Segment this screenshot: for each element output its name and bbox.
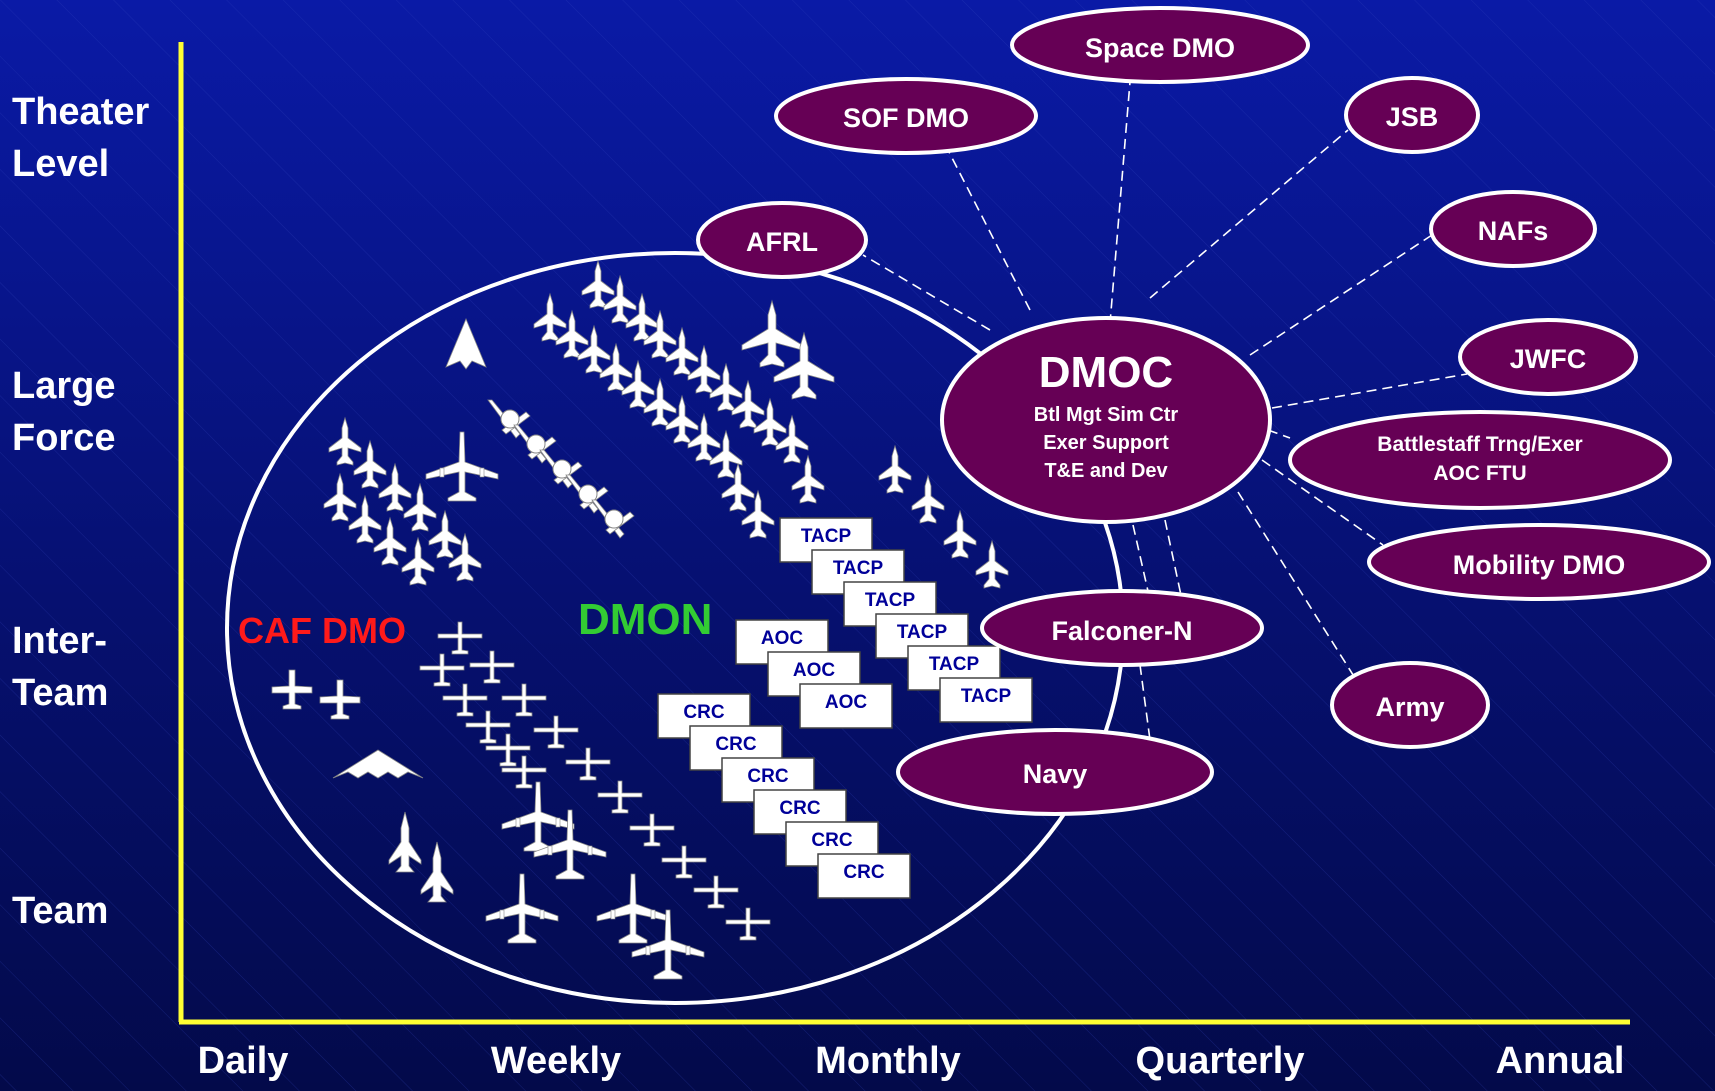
tacp-label: TACP: [865, 590, 916, 611]
node-nafs-label: NAFs: [1478, 216, 1549, 246]
y-label-inter-line2: Team: [12, 672, 109, 714]
node-army-label: Army: [1375, 692, 1444, 722]
dmoc-line-2: Exer Support: [1043, 432, 1169, 454]
y-label-inter-team: Inter- Team: [12, 615, 108, 719]
node-jwfc[interactable]: [1458, 318, 1638, 396]
aoc-label: AOC: [793, 660, 836, 681]
connector-battlestaff: [1267, 429, 1291, 439]
x-label-annual: Annual: [1495, 1040, 1625, 1082]
dmon-label: DMON: [578, 595, 712, 644]
unit-boxes: TACP TACP TACP TACP TACP TACP AOC AOC AOC CRC CRC C…: [657, 517, 1033, 899]
crc-label: CRC: [779, 798, 820, 819]
x-label-daily: Daily: [197, 1040, 289, 1082]
connector-mobility: [1261, 459, 1384, 546]
node-battlestaff-line2: AOC FTU: [1433, 462, 1526, 485]
connector-nafs: [1249, 234, 1433, 356]
y-label-theater-level: Theater Level: [12, 86, 149, 190]
y-label-inter-line1: Inter-: [12, 620, 107, 662]
x-label-weekly: Weekly: [490, 1040, 622, 1082]
crc-label: CRC: [747, 766, 788, 787]
crc-label: CRC: [843, 862, 884, 883]
node-jsb[interactable]: [1344, 76, 1480, 154]
y-label-team: Team: [12, 890, 109, 932]
connector-jwfc: [1271, 373, 1468, 409]
tacp-label: TACP: [833, 558, 884, 579]
dmoc-title: DMOC: [1039, 348, 1173, 397]
node-mobility-dmo[interactable]: [1367, 523, 1711, 601]
node-jsb-label: JSB: [1386, 102, 1439, 132]
node-jwfc-label: JWFC: [1510, 344, 1587, 374]
node-nafs[interactable]: [1429, 190, 1597, 268]
node-dmoc[interactable]: [940, 316, 1272, 524]
connector-falconer-b: [1164, 519, 1183, 601]
connector-navy: [1139, 664, 1151, 741]
aoc-box: [799, 683, 893, 729]
connector-falconer-a: [1132, 524, 1151, 601]
y-label-theater-line1: Theater: [12, 91, 150, 133]
node-sof-dmo[interactable]: [774, 77, 1038, 155]
caf-dmo-label: CAF DMO: [238, 610, 406, 651]
crc-label: CRC: [715, 734, 756, 755]
x-label-quarterly: Quarterly: [1135, 1040, 1305, 1082]
y-label-large-line1: Large: [12, 365, 116, 407]
crc-label: CRC: [683, 702, 724, 723]
node-space-dmo[interactable]: [1010, 6, 1310, 84]
connector-sof: [947, 149, 1031, 311]
node-navy[interactable]: [896, 728, 1214, 816]
dmoc-line-3: T&E and Dev: [1044, 460, 1168, 482]
node-group: Space DMO SOF DMO JSB AFRL NAFs JWFC Bat…: [696, 6, 1711, 816]
aoc-label: AOC: [825, 692, 868, 713]
tacp-label: TACP: [929, 654, 980, 675]
y-label-theater-line2: Level: [12, 143, 110, 185]
node-falconer-n-label: Falconer-N: [1051, 616, 1192, 646]
tacp-label: TACP: [801, 526, 852, 547]
crc-box: [817, 853, 911, 899]
node-battlestaff[interactable]: [1288, 410, 1672, 510]
dmoc-line-1: Btl Mgt Sim Ctr: [1034, 404, 1179, 426]
node-battlestaff-line1: Battlestaff Trng/Exer: [1377, 433, 1582, 456]
node-afrl[interactable]: [696, 201, 868, 279]
node-army[interactable]: [1330, 661, 1490, 749]
x-label-monthly: Monthly: [815, 1040, 961, 1082]
connector-jsb: [1149, 129, 1349, 299]
node-mobility-dmo-label: Mobility DMO: [1453, 550, 1625, 580]
node-navy-label: Navy: [1023, 759, 1088, 789]
y-label-large-line2: Force: [12, 417, 116, 459]
tacp-label: TACP: [961, 686, 1012, 707]
tacp-label: TACP: [897, 622, 948, 643]
node-falconer-n[interactable]: [980, 589, 1264, 667]
node-sof-dmo-label: SOF DMO: [843, 103, 969, 133]
connector-afrl: [862, 254, 991, 331]
node-space-dmo-label: Space DMO: [1085, 33, 1235, 63]
aoc-label: AOC: [761, 628, 804, 649]
crc-label: CRC: [811, 830, 852, 851]
tacp-box: [939, 677, 1033, 723]
node-afrl-label: AFRL: [746, 227, 818, 257]
y-label-large-force: Large Force: [12, 360, 115, 464]
connector-army: [1237, 491, 1356, 679]
